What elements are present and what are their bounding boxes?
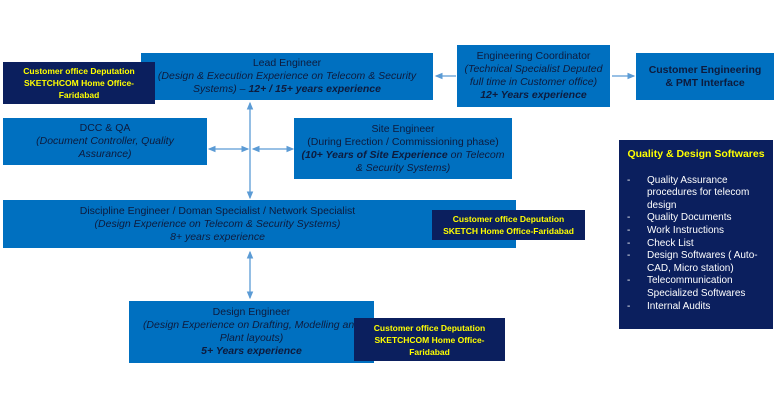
badge-line: Customer office Deputation bbox=[23, 66, 135, 76]
quality-list: - Quality Assurance procedures for teleco… bbox=[625, 175, 767, 314]
quality-list-item: - Quality Documents bbox=[625, 212, 767, 225]
quality-list-item: - Quality Assurance procedures for teleco… bbox=[625, 175, 767, 213]
bullet-dash: - bbox=[627, 237, 631, 249]
discipline-exp: 8+ years experience bbox=[170, 230, 265, 243]
bullet-dash: - bbox=[627, 275, 631, 287]
design-engineer-desc: (Design Experience on Drafting, Modellin… bbox=[142, 319, 361, 344]
quality-design-panel: Quality & Design Softwares - Quality Assu… bbox=[619, 140, 773, 329]
badge-line: SKETCHCOM Home Office- bbox=[23, 78, 135, 88]
quality-list-item: - Internal Audits bbox=[625, 301, 767, 314]
item-text: Check List bbox=[647, 237, 694, 249]
dcc-qa-desc: (Document Controller, Quality Assurance) bbox=[36, 135, 174, 160]
badge-line: Faridabad bbox=[409, 346, 450, 357]
lead-engineer-desc: (Design & Execution Experience on Teleco… bbox=[157, 70, 417, 95]
site-engineer-title: Site Engineer bbox=[371, 122, 435, 135]
coordinator-exp: 12+ Years experience bbox=[480, 89, 587, 101]
bullet-dash: - bbox=[627, 174, 631, 186]
customer-interface-box: Customer Engineering & PMT Interface bbox=[636, 53, 774, 100]
badge-line: Customer office Deputation bbox=[452, 214, 565, 224]
badge-line: SKETCHCOM Home Office- bbox=[374, 334, 485, 345]
bullet-dash: - bbox=[627, 250, 631, 262]
quality-list-item: - Check List bbox=[625, 238, 767, 251]
coordinator-desc: (Technical Specialist Deputed full time … bbox=[464, 63, 603, 88]
quality-list-item: - Work Instructions bbox=[625, 225, 767, 238]
badge-line: SKETCH Home Office-Faridabad bbox=[443, 226, 574, 236]
lead-deputation-badge: Customer office Deputation SKETCHCOM Hom… bbox=[3, 62, 155, 104]
item-text: Design Softwares ( Auto-CAD, Micro stati… bbox=[647, 250, 758, 274]
item-text: Quality Assurance procedures for telecom… bbox=[647, 174, 750, 211]
quality-panel-title: Quality & Design Softwares bbox=[627, 148, 765, 160]
item-text: Quality Documents bbox=[647, 212, 732, 224]
badge-line: Customer office Deputation bbox=[373, 322, 486, 333]
lead-engineer-box: Lead Engineer (Design & Execution Experi… bbox=[141, 53, 433, 100]
quality-list-item: - Telecommunication Specialized Softwares bbox=[625, 275, 767, 300]
design-deputation-badge: Customer office Deputation SKETCHCOM Hom… bbox=[354, 318, 505, 361]
customer-interface-title: Customer Engineering & PMT Interface bbox=[648, 63, 762, 89]
bullet-dash: - bbox=[627, 224, 631, 236]
item-text: Telecommunication Specialized Softwares bbox=[647, 275, 746, 299]
coordinator-title: Engineering Coordinator bbox=[476, 50, 591, 62]
bullet-dash: - bbox=[627, 300, 631, 312]
design-engineer-exp: 5+ Years experience bbox=[201, 345, 302, 357]
discipline-desc: (Design Experience on Telecom & Security… bbox=[94, 217, 341, 230]
design-engineer-box: Design Engineer (Design Experience on Dr… bbox=[129, 301, 374, 363]
discipline-title: Discipline Engineer / Doman Specialist /… bbox=[79, 204, 356, 217]
bullet-dash: - bbox=[627, 212, 631, 224]
site-engineer-exp: (10+ Years of Site Experience on Telecom… bbox=[301, 148, 505, 174]
item-text: Internal Audits bbox=[647, 300, 711, 312]
badge-line: Faridabad bbox=[58, 90, 100, 100]
site-engineer-box: Site Engineer (During Erection / Commiss… bbox=[294, 118, 512, 179]
engineering-coordinator-box: Engineering Coordinator (Technical Speci… bbox=[457, 45, 610, 107]
item-text: Work Instructions bbox=[647, 224, 725, 236]
lead-engineer-title: Lead Engineer bbox=[252, 57, 322, 69]
quality-list-item: - Design Softwares ( Auto-CAD, Micro stat… bbox=[625, 250, 767, 275]
dcc-qa-box: DCC & QA (Document Controller, Quality A… bbox=[3, 118, 207, 165]
dcc-qa-title: DCC & QA bbox=[79, 122, 131, 134]
discipline-engineer-box: Discipline Engineer / Doman Specialist /… bbox=[3, 200, 516, 248]
site-engineer-desc: (During Erection / Commissioning phase) bbox=[307, 135, 499, 148]
design-engineer-title: Design Engineer bbox=[212, 306, 291, 318]
discipline-deputation-badge: Customer office Deputation SKETCH Home O… bbox=[432, 210, 585, 240]
